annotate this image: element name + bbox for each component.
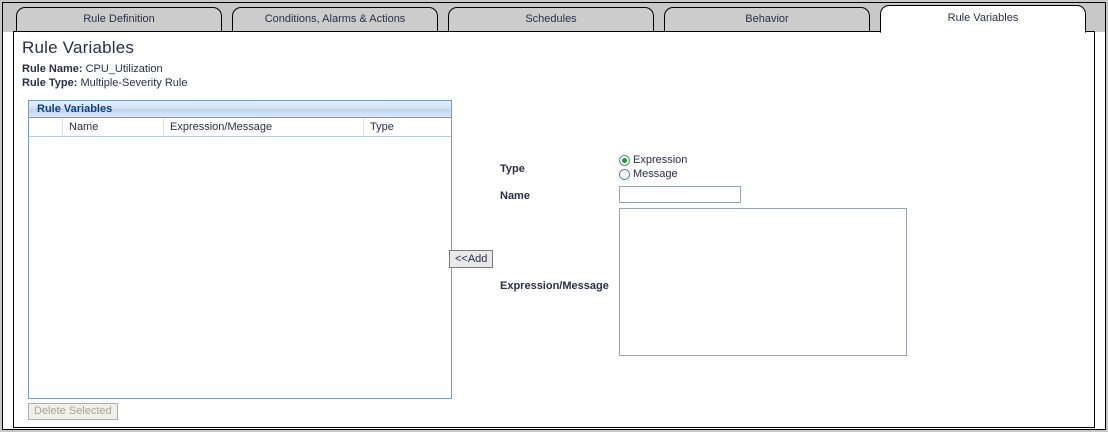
expression-message-textarea[interactable]: [619, 208, 907, 356]
rule-type-label: Rule Type:: [22, 77, 78, 89]
radio-type-expression[interactable]: Expression: [619, 154, 687, 166]
tab-strip: Rule Definition Conditions, Alarms & Act…: [3, 3, 1105, 33]
type-label: Type: [500, 163, 525, 175]
radio-message-icon[interactable]: [619, 168, 630, 180]
add-button[interactable]: <<Add: [449, 250, 494, 268]
grid-column-type[interactable]: Type: [370, 121, 394, 133]
tab-conditions-alarms-actions[interactable]: Conditions, Alarms & Actions: [232, 7, 438, 32]
tab-schedules[interactable]: Schedules: [448, 7, 654, 32]
tab-behavior[interactable]: Behavior: [664, 7, 870, 32]
rule-name-label: Rule Name:: [22, 63, 83, 75]
rule-name-row: Rule Name: CPU_Utilization: [22, 63, 163, 75]
rule-type-row: Rule Type: Multiple-Severity Rule: [22, 77, 187, 89]
page-title: Rule Variables: [22, 38, 135, 57]
grid-header-row: Name Expression/Message Type: [29, 118, 451, 137]
tab-rule-definition[interactable]: Rule Definition: [16, 7, 222, 32]
radio-type-message[interactable]: Message: [619, 168, 678, 180]
rule-type-value: Multiple-Severity Rule: [80, 77, 188, 89]
radio-expression-icon[interactable]: [619, 154, 630, 166]
grid-body: [29, 137, 451, 397]
tab-rule-variables[interactable]: Rule Variables: [880, 5, 1086, 33]
grid-column-expression-message[interactable]: Expression/Message: [164, 118, 364, 136]
grid-column-select[interactable]: [29, 118, 63, 136]
radio-message-label: Message: [633, 168, 678, 180]
delete-selected-button[interactable]: Delete Selected: [28, 403, 118, 420]
grid-column-name[interactable]: Name: [63, 118, 164, 136]
grid-caption: Rule Variables: [29, 101, 451, 118]
radio-expression-label: Expression: [633, 154, 688, 166]
name-input[interactable]: [619, 186, 741, 203]
tab-content-pane: Rule Variables Rule Name: CPU_Utilizatio…: [13, 31, 1095, 428]
name-label: Name: [500, 190, 530, 202]
rule-variables-grid: Rule Variables Name Expression/Message T…: [28, 100, 452, 399]
rule-name-value: CPU_Utilization: [85, 63, 163, 75]
expression-message-label: Expression/Message: [500, 280, 609, 292]
